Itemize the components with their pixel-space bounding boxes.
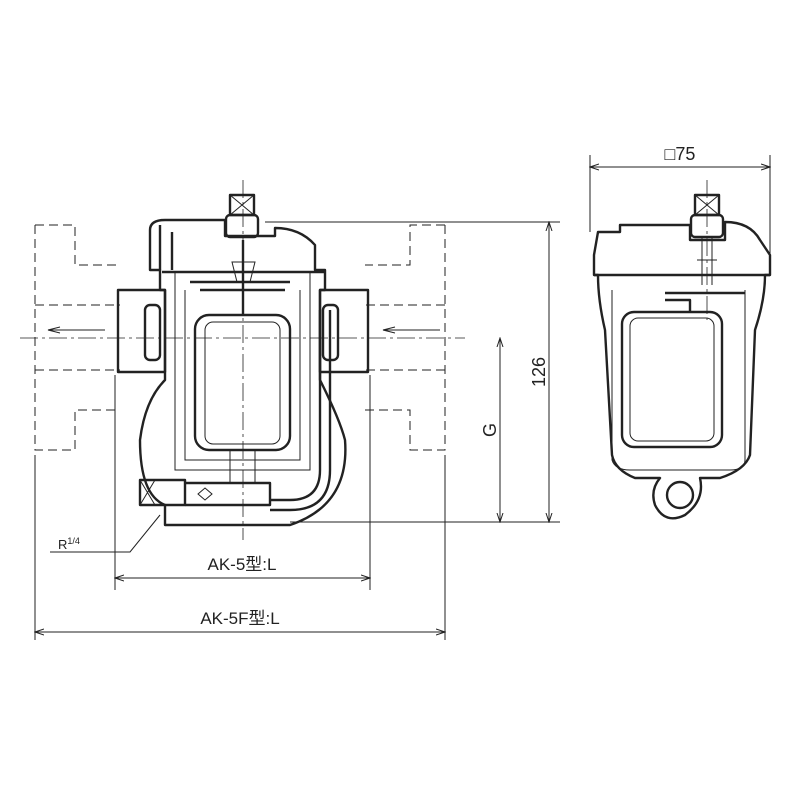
ak5-length-label: AK-5型:L [208, 555, 277, 574]
dimension-r-quarter: R1/4 [50, 514, 161, 553]
dimension-126: 126 [265, 222, 560, 522]
side-view [592, 180, 772, 520]
dimension-g-label: G [480, 423, 500, 437]
ak5f-length-label: AK-5F型:L [200, 609, 279, 628]
lever-mechanism [190, 240, 290, 315]
inner-wall [174, 272, 311, 471]
dimension-75-label: □75 [665, 144, 696, 164]
mounting-lug-hole [665, 480, 695, 510]
side-float [620, 310, 724, 449]
dimension-ak5f-length: AK-5F型:L [35, 455, 445, 640]
side-lever [665, 291, 745, 312]
trap-body [138, 218, 347, 527]
side-body [592, 220, 772, 520]
flow-arrow-out [382, 326, 440, 334]
dimension-126-label: 126 [529, 357, 549, 387]
siphon-tube [270, 310, 332, 512]
float-bucket [193, 313, 292, 452]
inlet-boss [143, 303, 162, 362]
dimension-ak5-length: AK-5型:L [115, 375, 370, 590]
flange-outline-right [365, 224, 446, 451]
flange-outline-left [34, 224, 120, 451]
flow-arrow-in [47, 326, 105, 334]
dimension-75: □75 [590, 144, 770, 255]
front-view [20, 180, 465, 540]
connection-label: R1/4 [58, 536, 80, 552]
dimension-g: G [480, 338, 500, 522]
